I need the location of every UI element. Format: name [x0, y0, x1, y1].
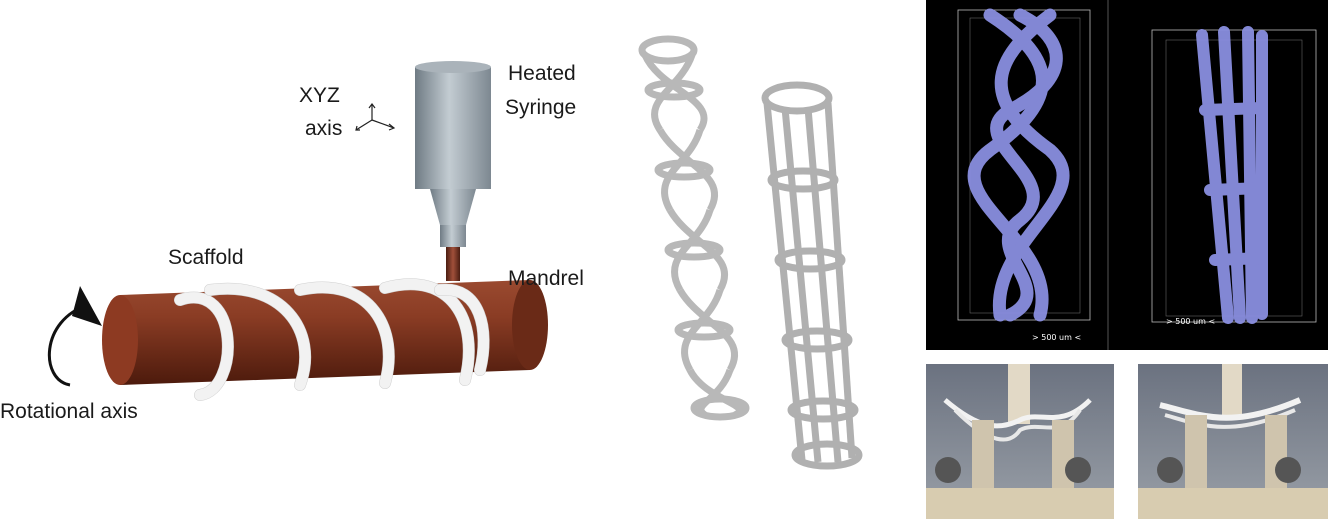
helical-scaffold-render: [638, 35, 750, 421]
microct-left-scale: > 500 um <: [1032, 333, 1081, 342]
rotational-axis-label: Rotational axis: [0, 400, 138, 423]
scaffold-spiral: [174, 278, 490, 401]
scaffold-label: Scaffold: [168, 246, 244, 269]
heated-syringe: [415, 61, 491, 281]
bending-test-photo-straight: [1138, 364, 1328, 519]
xyz-label-line1: XYZ: [299, 84, 340, 107]
heated-syringe-label-line1: Heated: [508, 62, 576, 85]
straight-scaffold-render: [761, 81, 863, 470]
xyz-axis-icon: [355, 103, 396, 131]
heated-syringe-label-line2: Syringe: [505, 96, 577, 119]
rotational-arrow: [47, 286, 102, 387]
microct-straight-panel: > 500 um <: [1151, 26, 1317, 326]
microct-helical-panel: > 500 um <: [957, 8, 1091, 342]
microct-right-scale: > 500 um <: [1166, 317, 1215, 326]
xyz-label-line2: axis: [305, 117, 343, 140]
mandrel-label: Mandrel: [508, 267, 584, 290]
bending-test-photo-helical: [926, 364, 1114, 519]
